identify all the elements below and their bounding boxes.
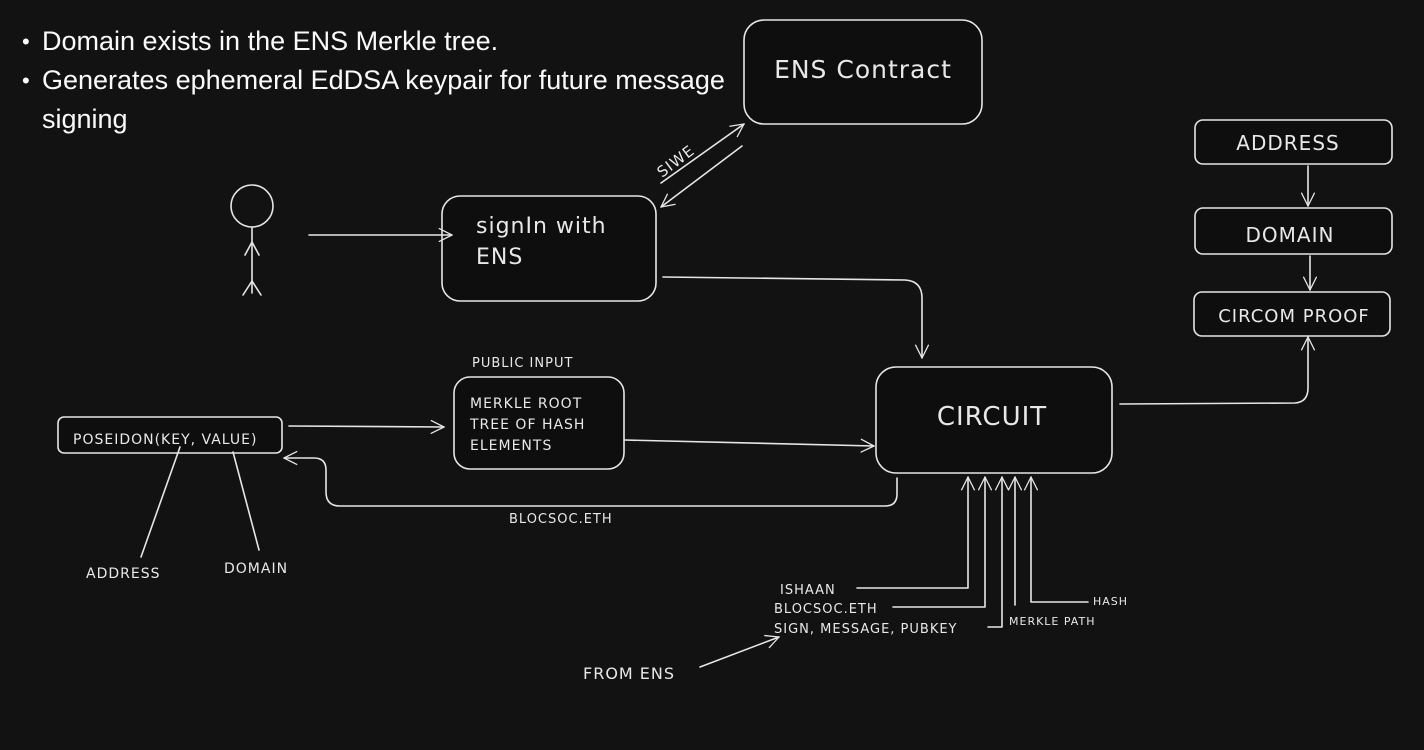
ishaan-label: ISHAAN (780, 583, 836, 598)
poseidon-key-label: ADDRESS (86, 566, 160, 582)
circuit-to-proof-arrow (1119, 336, 1316, 405)
bullet-item: Generates ephemeral EdDSA keypair for fu… (22, 61, 732, 139)
signin-label-line1: signIn with (476, 214, 607, 239)
user-icon (230, 184, 274, 296)
ishaan-input-arrow (856, 476, 976, 589)
from-ens-label: FROM ENS (583, 664, 675, 683)
poseidon-node: POSEIDON(KEY, VALUE) (57, 416, 283, 454)
from-ens-arrow (699, 634, 780, 668)
merkle-to-circuit-arrow (624, 438, 875, 453)
merkle-label-line2: TREE OF HASH (469, 417, 585, 433)
poseidon-label: POSEIDON(KEY, VALUE) (73, 432, 257, 448)
merkle-path-label: MERKLE PATH (1009, 615, 1095, 628)
poseidon-value-label: DOMAIN (224, 561, 288, 577)
domain-node: DOMAIN (1194, 207, 1393, 255)
circuit-label: CIRCUIT (937, 402, 1047, 432)
hash-input-arrow (1023, 476, 1089, 603)
sign-message-input-arrow (987, 476, 1010, 628)
blocsoc-input-arrow (892, 476, 993, 608)
signin-label-line2: ENS (476, 245, 523, 270)
merkle-label-line1: MERKLE ROOT (470, 396, 582, 412)
key-connector (140, 446, 181, 558)
siwe-arrow-up (660, 123, 745, 184)
merkle-root-node: MERKLE ROOT TREE OF HASH ELEMENTS (453, 376, 625, 470)
bullet-list: Domain exists in the ENS Merkle tree. Ge… (22, 22, 732, 139)
ens-contract-label: ENS Contract (774, 55, 952, 84)
ens-contract-node: ENS Contract (743, 19, 983, 125)
signin-node: signIn with ENS (441, 195, 657, 302)
sign-message-label: SIGN, MESSAGE, PUBKEY (774, 622, 958, 637)
domain-label: DOMAIN (1246, 223, 1335, 247)
merkle-label-line3: ELEMENTS (470, 438, 552, 454)
public-input-caption: PUBLIC INPUT (472, 356, 573, 371)
hash-label: HASH (1093, 595, 1128, 608)
signin-to-circuit-arrow (662, 276, 930, 359)
circom-proof-node: CIRCOM PROOF (1193, 291, 1391, 337)
address-node: ADDRESS (1194, 119, 1393, 165)
circuit-node: CIRCUIT (875, 366, 1113, 474)
value-connector (232, 451, 260, 551)
blocsoc-input-label: BLOCSOC.ETH (774, 602, 878, 617)
blocsoc-feedback-arrow (283, 450, 898, 507)
circom-proof-label: CIRCOM PROOF (1218, 306, 1370, 327)
poseidon-to-merkle-arrow (288, 419, 445, 434)
address-label: ADDRESS (1236, 131, 1339, 155)
blocsoc-feedback-label: BLOCSOC.ETH (509, 512, 613, 527)
siwe-arrow-down (660, 145, 743, 208)
bullet-item: Domain exists in the ENS Merkle tree. (22, 22, 732, 61)
